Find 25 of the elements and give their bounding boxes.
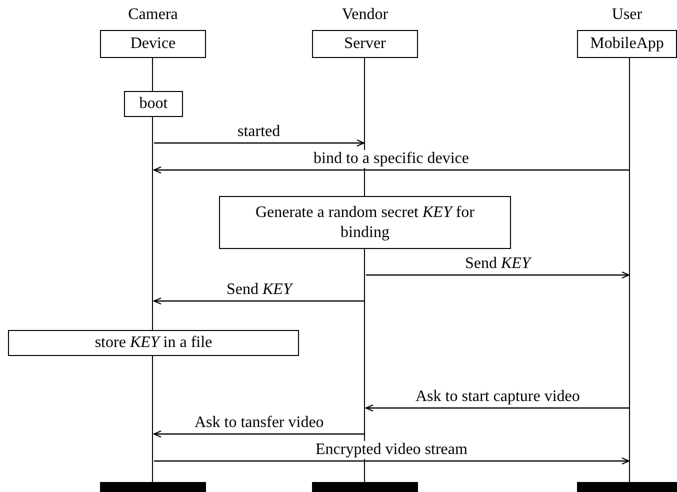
message-arrow: [153, 166, 629, 174]
lifeline-end-bar: [312, 482, 418, 492]
lifeline-end-bar: [100, 482, 206, 492]
process-box: store KEY in a file: [8, 330, 299, 356]
lifeline: [629, 58, 632, 482]
lifeline: [152, 356, 154, 482]
message-arrow: [366, 271, 630, 279]
participant-box: Device: [100, 30, 206, 58]
edge-label: bind to a specific device: [312, 150, 471, 168]
participant-name: User: [612, 6, 642, 23]
message-arrow: [154, 457, 630, 465]
participant-box: MobileApp: [577, 30, 677, 58]
participant-name: Vendor: [342, 6, 388, 23]
message-arrow: [365, 404, 629, 412]
participant-name: Camera: [128, 6, 178, 23]
process-box: Generate a random secret KEY for binding: [219, 196, 511, 249]
lifeline: [152, 117, 154, 330]
edge-label: Ask to start capture video: [414, 388, 582, 406]
participant-box: Server: [312, 30, 418, 58]
edge-label: Encrypted video stream: [314, 441, 470, 459]
message-arrow: [154, 139, 365, 147]
activation-box: boot: [124, 91, 183, 117]
message-arrow: [153, 430, 364, 438]
message-arrow: [153, 297, 364, 305]
lifeline-end-bar: [577, 482, 677, 492]
